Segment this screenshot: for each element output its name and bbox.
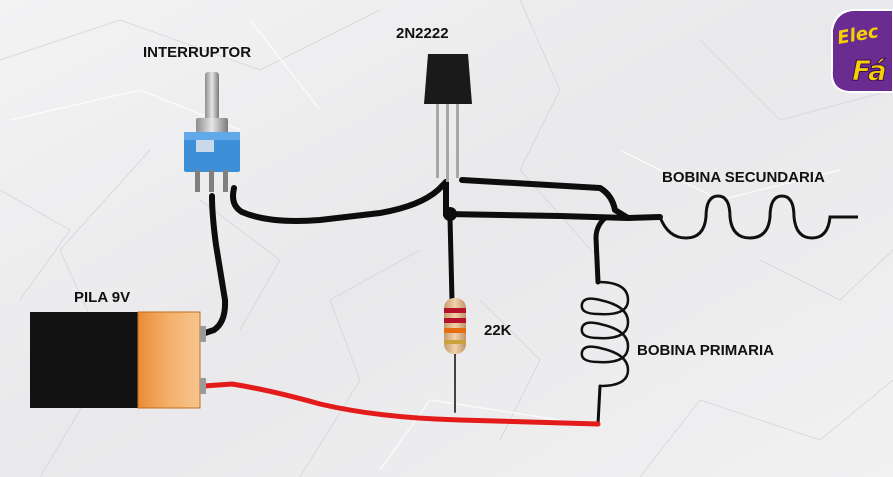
secondary-coil (658, 194, 858, 240)
transistor-2n2222 (424, 54, 472, 182)
logo-text-line2: Fá (852, 54, 887, 87)
wire-primary-bottom (596, 384, 602, 426)
label-secondary-coil: BOBINA SECUNDARIA (662, 169, 825, 186)
label-primary-coil: BOBINA PRIMARIA (637, 342, 774, 359)
wire-tap-to-primary (593, 215, 608, 285)
wire-switch-to-junction (230, 179, 449, 224)
label-battery: PILA 9V (74, 289, 130, 306)
label-interruptor: INTERRUPTOR (143, 44, 251, 61)
wire-network (199, 177, 663, 427)
channel-logo: Elec Fá (830, 8, 893, 93)
wire-battery-to-switch (199, 193, 229, 337)
label-transistor: 2N2222 (396, 25, 449, 42)
battery-9v (30, 311, 206, 409)
wire-junction-to-secondary (443, 211, 663, 221)
wire-junction-dot (443, 207, 457, 221)
primary-coil (580, 280, 630, 388)
wire-junction-to-resistor (447, 215, 455, 303)
resistor-22k (444, 298, 466, 354)
wire-battery-negative (201, 381, 601, 427)
wire-transistor-to-secondary (459, 177, 631, 221)
label-resistor: 22K (484, 322, 512, 339)
toggle-switch (184, 72, 240, 192)
